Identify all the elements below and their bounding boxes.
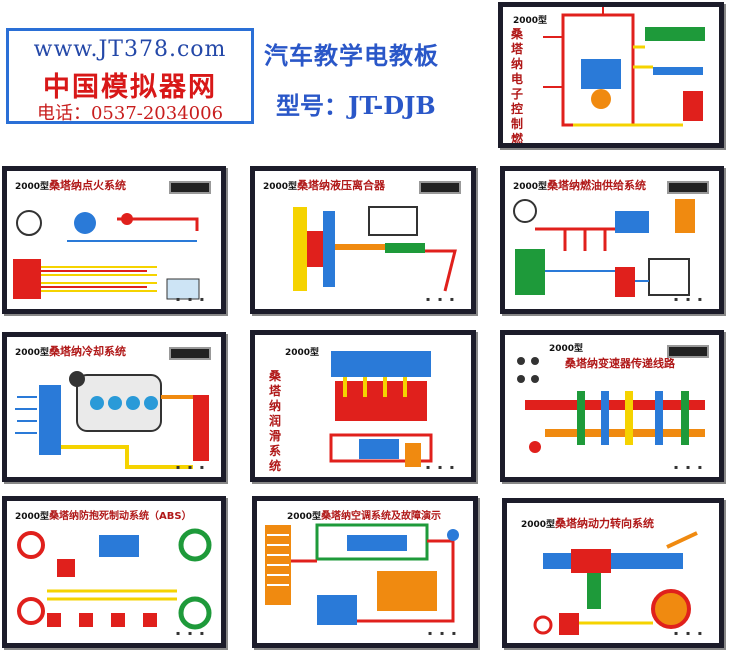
board-feet: ▪ ▪ ▪ [673, 464, 705, 471]
board-title: 桑塔纳电子控制燃油喷射系统 [511, 27, 524, 146]
model-number: 型号：JT-DJB [276, 91, 436, 120]
trans-diagram [517, 357, 705, 453]
board-feet: ▪ ▪ ▪ [425, 464, 457, 471]
board-ignition: 2000型桑塔纳点火系统 ▪ ▪ ▪ [2, 166, 226, 314]
board-title: 2000型桑塔纳液压离合器 [263, 179, 386, 192]
board-feet: ▪ ▪ ▪ [175, 630, 207, 637]
steer-diagram [533, 531, 698, 635]
site-url: www.JT378.com [33, 37, 227, 62]
board-title: 2000型桑塔纳燃油供给系统 [513, 179, 647, 192]
board-trans: 2000型 桑塔纳变速器传递线路 ▪ ▪ ▪ [500, 330, 724, 482]
page-headline: 汽车教学电教板 [264, 41, 439, 70]
lcd-display [169, 347, 211, 360]
board-title: 2000型桑塔纳点火系统 [15, 179, 127, 192]
board-feet: ▪ ▪ ▪ [673, 630, 705, 637]
board-lube: 2000型 桑塔纳润滑系统 ▪ ▪ ▪ [250, 330, 476, 482]
site-logo: www.JT378.com 中国模拟器网 电话：0537-2034006 [6, 28, 254, 124]
board-clutch: 2000型桑塔纳液压离合器 ▪ ▪ ▪ [250, 166, 476, 314]
cooling-diagram [15, 371, 209, 469]
lube-diagram [329, 351, 433, 467]
abs-diagram [17, 528, 212, 630]
fuel-diagram [513, 199, 695, 297]
ac-diagram [265, 523, 459, 625]
board-feet: ▪ ▪ ▪ [175, 464, 207, 471]
board-feet: ▪ ▪ ▪ [427, 630, 459, 637]
board-feet: ▪ ▪ ▪ [425, 296, 457, 303]
clutch-diagram [293, 206, 457, 292]
board-title: 2000型桑塔纳空调系统及故障演示 [287, 511, 442, 522]
board-feet: ▪ ▪ ▪ [673, 296, 705, 303]
efi-diagram [543, 7, 705, 127]
phone-number: 电话：0537-2034006 [36, 103, 224, 124]
lcd-display [169, 181, 211, 194]
board-feet: ▪ ▪ ▪ [175, 296, 207, 303]
board-title: 桑塔纳变速器传递线路 [565, 357, 675, 370]
board-efi: 2000型 桑塔纳电子控制燃油喷射系统 [498, 2, 724, 148]
board-year: 2000型 [285, 348, 320, 358]
ignition-diagram [13, 210, 200, 300]
board-title: 2000型桑塔纳防抱死制动系统（ABS） [15, 511, 192, 522]
board-year: 2000型 [549, 344, 584, 354]
lcd-display [667, 181, 709, 194]
board-year: 2000型 [513, 16, 548, 26]
board-title: 2000型桑塔纳冷却系统 [15, 345, 127, 358]
board-abs: 2000型桑塔纳防抱死制动系统（ABS） ▪ ▪ ▪ [2, 496, 226, 648]
lcd-display [667, 345, 709, 358]
board-steer: 2000型桑塔纳动力转向系统 ▪ ▪ ▪ [502, 498, 724, 648]
board-cooling: 2000型桑塔纳冷却系统 ▪ ▪ ▪ [2, 332, 226, 482]
board-title: 桑塔纳润滑系统 [269, 369, 282, 473]
board-title: 2000型桑塔纳动力转向系统 [521, 517, 655, 530]
lcd-display [419, 181, 461, 194]
brand-name: 中国模拟器网 [43, 72, 217, 103]
board-ac: 2000型桑塔纳空调系统及故障演示 ▪ ▪ ▪ [252, 496, 478, 648]
board-fuel: 2000型桑塔纳燃油供给系统 ▪ ▪ ▪ [500, 166, 724, 314]
